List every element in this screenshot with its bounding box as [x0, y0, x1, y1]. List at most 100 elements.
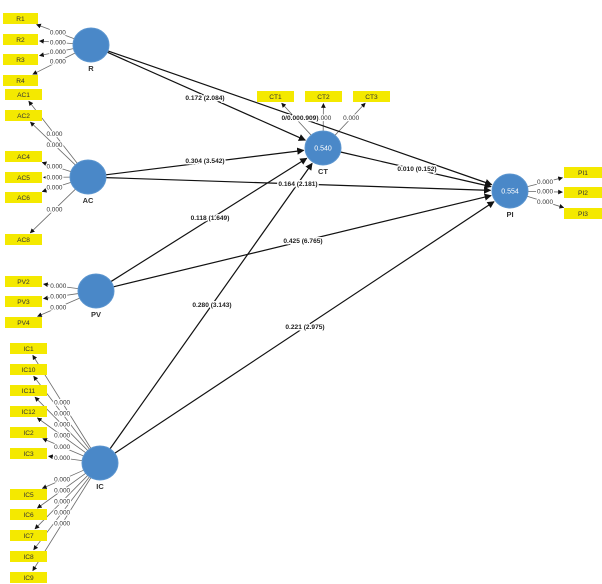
indicator-r3[interactable]: R3 — [3, 54, 38, 65]
indicator-box[interactable] — [3, 34, 38, 45]
construct-circle[interactable] — [77, 273, 115, 309]
labels-layer: 0.0000.0000.0000.0000.0000.0000.0000.000… — [45, 28, 555, 529]
indicator-ac1[interactable]: AC1 — [5, 89, 42, 100]
indicator-ac6[interactable]: AC6 — [5, 192, 42, 203]
indicator-box[interactable] — [257, 91, 294, 102]
indicator-ic6[interactable]: IC6 — [10, 509, 47, 520]
indicator-ic3[interactable]: IC3 — [10, 448, 47, 459]
indicator-box[interactable] — [305, 91, 342, 102]
indicator-r4[interactable]: R4 — [3, 75, 38, 86]
indicator-box[interactable] — [5, 317, 42, 328]
indicator-ic1[interactable]: IC1 — [10, 343, 47, 354]
indicator-label: IC1 — [23, 346, 34, 353]
indicator-box[interactable] — [3, 13, 38, 24]
outer-loading-arrow — [281, 102, 312, 136]
construct-pv[interactable]: PV — [77, 273, 115, 319]
indicator-label: IC11 — [22, 388, 36, 395]
indicator-pv4[interactable]: PV4 — [5, 317, 42, 328]
outer-loading-value: 0.000 — [54, 487, 70, 494]
construct-circle[interactable] — [304, 130, 342, 166]
path-ct-to-pi[interactable] — [340, 151, 492, 189]
indicator-pv2[interactable]: PV2 — [5, 276, 42, 287]
indicator-pi2[interactable]: PI2 — [564, 187, 602, 198]
indicator-box[interactable] — [10, 489, 47, 500]
outer-loading-arrow — [34, 475, 89, 530]
indicator-box[interactable] — [10, 509, 47, 520]
indicator-box[interactable] — [10, 572, 47, 583]
path-r-to-ct[interactable] — [107, 51, 306, 141]
indicator-box[interactable] — [5, 172, 42, 183]
indicator-box[interactable] — [10, 530, 47, 541]
indicator-label: AC5 — [17, 175, 30, 182]
indicator-ct3[interactable]: CT3 — [353, 91, 390, 102]
construct-ic[interactable]: IC — [81, 445, 119, 491]
indicator-pi3[interactable]: PI3 — [564, 208, 602, 219]
indicator-ic8[interactable]: IC8 — [10, 551, 47, 562]
indicator-box[interactable] — [353, 91, 390, 102]
path-ic-to-pi[interactable] — [114, 201, 495, 454]
indicator-r1[interactable]: R1 — [3, 13, 38, 24]
indicator-box[interactable] — [564, 167, 602, 178]
indicator-ac8[interactable]: AC8 — [5, 234, 42, 245]
indicator-box[interactable] — [5, 110, 42, 121]
indicator-pi1[interactable]: PI1 — [564, 167, 602, 178]
construct-name: IC — [96, 482, 104, 491]
outer-loading-arrow — [41, 182, 72, 193]
path-coefficient-label: 0.118 (1.649) — [191, 215, 230, 222]
indicator-ic7[interactable]: IC7 — [10, 530, 47, 541]
construct-name: PV — [91, 310, 101, 319]
indicator-box[interactable] — [5, 296, 42, 307]
construct-circle[interactable] — [72, 27, 110, 63]
outer-loading-arrow — [334, 102, 366, 136]
indicator-ac2[interactable]: AC2 — [5, 110, 42, 121]
indicator-label: AC2 — [17, 113, 30, 120]
construct-circle[interactable] — [69, 159, 107, 195]
indicator-ic11[interactable]: IC11 — [10, 385, 47, 396]
construct-ac[interactable]: AC — [69, 159, 107, 205]
indicator-ic10[interactable]: IC10 — [10, 364, 47, 375]
indicator-box[interactable] — [5, 151, 42, 162]
indicator-box[interactable] — [10, 343, 47, 354]
path-ac-to-ct[interactable] — [105, 147, 305, 176]
indicator-ic5[interactable]: IC5 — [10, 489, 47, 500]
outer-loading-arrow — [30, 121, 76, 166]
indicator-box[interactable] — [5, 234, 42, 245]
path-ic-to-ct[interactable] — [109, 162, 313, 450]
indicator-box[interactable] — [564, 187, 602, 198]
path-pv-to-pi[interactable] — [113, 193, 492, 288]
indicator-ac4[interactable]: AC4 — [5, 151, 42, 162]
indicator-ct1[interactable]: CT1 — [257, 91, 294, 102]
indicator-ct2[interactable]: CT2 — [305, 91, 342, 102]
indicator-label: IC6 — [23, 512, 34, 519]
indicator-box[interactable] — [3, 75, 38, 86]
indicator-box[interactable] — [10, 406, 47, 417]
indicator-box[interactable] — [3, 54, 38, 65]
construct-circle[interactable] — [81, 445, 119, 481]
indicator-r2[interactable]: R2 — [3, 34, 38, 45]
indicator-box[interactable] — [10, 448, 47, 459]
indicator-box[interactable] — [5, 276, 42, 287]
indicator-box[interactable] — [564, 208, 602, 219]
indicator-box[interactable] — [10, 551, 47, 562]
indicator-ic9[interactable]: IC9 — [10, 572, 47, 583]
indicator-box[interactable] — [10, 385, 47, 396]
construct-circle[interactable] — [491, 173, 529, 209]
indicator-ic12[interactable]: IC12 — [10, 406, 47, 417]
indicator-ic2[interactable]: IC2 — [10, 427, 47, 438]
outer-loading-value: 0.000 — [343, 115, 359, 122]
indicator-pv3[interactable]: PV3 — [5, 296, 42, 307]
indicator-box[interactable] — [5, 192, 42, 203]
path-r-to-pi[interactable] — [107, 50, 493, 186]
indicator-ac5[interactable]: AC5 — [5, 172, 42, 183]
construct-name: R — [88, 64, 94, 73]
path-pv-to-ct[interactable] — [110, 157, 308, 283]
indicator-box[interactable] — [10, 427, 47, 438]
indicator-box[interactable] — [5, 89, 42, 100]
construct-r[interactable]: R — [72, 27, 110, 73]
indicator-box[interactable] — [10, 364, 47, 375]
indicator-label: CT3 — [365, 94, 378, 101]
